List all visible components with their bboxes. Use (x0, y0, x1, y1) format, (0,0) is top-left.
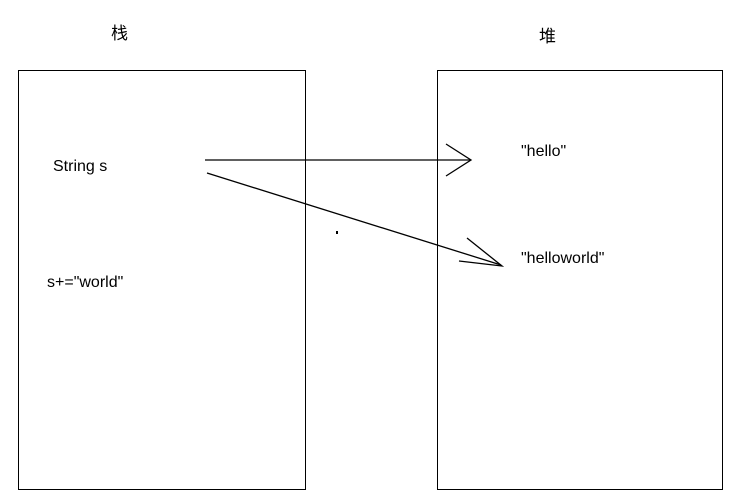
heap-region-box (437, 70, 723, 490)
heap-region-heading: 堆 (539, 27, 556, 46)
stray-ink-mark (336, 231, 338, 234)
heap-entry-hello-literal: "hello" (521, 143, 567, 160)
stack-entry-variable-declaration: String s (53, 158, 108, 175)
heap-entry-helloworld-literal: "helloworld" (521, 250, 605, 267)
stack-region-heading: 栈 (111, 24, 128, 43)
stack-entry-concat-expression: s+="world" (47, 274, 124, 291)
stack-region-box (18, 70, 306, 490)
